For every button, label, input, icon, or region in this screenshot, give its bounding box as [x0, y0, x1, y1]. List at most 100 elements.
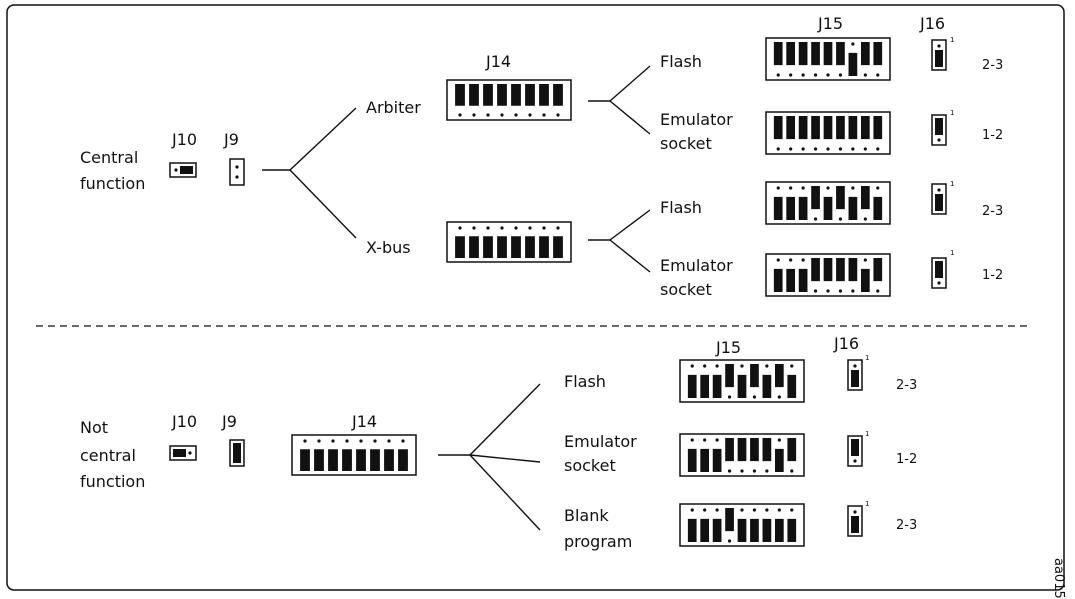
- not-central-function-label: Not: [80, 418, 109, 437]
- jumper-cap: [873, 42, 883, 66]
- jumper-pin: [838, 147, 843, 151]
- jumper-cap: [356, 449, 366, 471]
- connector-line: [469, 383, 541, 456]
- row-label: Flash: [660, 198, 702, 217]
- jumper-pin: [528, 226, 532, 230]
- jumper-pin: [345, 439, 349, 443]
- jumper-pin: [486, 226, 490, 230]
- j16-setting: 1-2: [982, 128, 1004, 143]
- jumper-pin: [851, 147, 855, 151]
- jumper-pin: [765, 364, 769, 368]
- jumper-pin: [777, 438, 781, 442]
- jumper-pin: [776, 147, 780, 151]
- jumper-cap: [935, 50, 943, 67]
- jumper-cap: [712, 448, 722, 472]
- jumper-pin: [776, 186, 780, 190]
- j14-block: [291, 434, 417, 476]
- jumper-pin: [715, 438, 719, 442]
- j15-label: J15: [716, 338, 742, 357]
- jumper-pin: [690, 364, 694, 368]
- row-label: Blank: [564, 506, 609, 525]
- jumper-pin: [863, 147, 867, 151]
- jumper-pin: [853, 364, 857, 368]
- jumper-cap: [773, 116, 783, 140]
- jumper-pin: [813, 73, 818, 77]
- arbiter-label: Arbiter: [366, 98, 421, 117]
- jumper-cap: [773, 268, 783, 292]
- jumper-cap: [370, 449, 380, 471]
- jumper-cap: [469, 236, 479, 258]
- jumper-cap: [873, 258, 883, 282]
- jumper-pin: [937, 281, 941, 285]
- jumper-pin: [937, 44, 941, 48]
- row-label: Emulator: [660, 110, 733, 129]
- jumper-cap: [811, 42, 820, 66]
- central-function-label: Central: [80, 148, 139, 167]
- j16-setting: 2-3: [896, 518, 918, 533]
- jumper-pin: [387, 439, 391, 443]
- jumper-pin: [752, 469, 757, 473]
- jumper-pin: [776, 258, 780, 262]
- jumper-cap: [725, 508, 734, 532]
- jumper-pin: [542, 226, 546, 230]
- jumper-cap: [762, 438, 772, 462]
- jumper-cap: [798, 196, 808, 220]
- jumper-cap: [773, 196, 783, 220]
- jumper-cap: [848, 258, 858, 282]
- jumper-pin: [851, 42, 855, 46]
- jumper-cap: [750, 364, 759, 388]
- row-label: Emulator: [564, 432, 637, 451]
- pin1-marker: 1: [950, 109, 955, 117]
- central-function-label-line2: function: [80, 174, 146, 193]
- jumper-pin: [876, 289, 880, 293]
- jumper-pin: [556, 113, 560, 117]
- jumper-pin: [188, 451, 192, 455]
- jumper-cap: [314, 449, 324, 471]
- jumper-pin: [876, 73, 880, 77]
- jumper-pin: [715, 508, 719, 512]
- row-label-line2: socket: [660, 280, 712, 299]
- jumper-pin: [813, 217, 818, 221]
- jumper-cap: [233, 443, 241, 463]
- jumper-pin: [174, 168, 178, 172]
- jumper-pin: [235, 165, 239, 169]
- jumper-cap: [712, 518, 722, 542]
- jumper-pin: [331, 439, 335, 443]
- jumper-pin: [777, 395, 781, 399]
- jumper-cap: [773, 42, 783, 66]
- jumper-pin: [801, 258, 805, 262]
- jumper-cap: [935, 194, 943, 211]
- jumper-pin: [752, 508, 757, 512]
- jumper-pin: [838, 73, 843, 77]
- row-label: Emulator: [660, 256, 733, 275]
- jumper-cap: [848, 116, 858, 140]
- jumper-cap: [700, 374, 710, 398]
- j15-block: [679, 503, 805, 547]
- j14-label: J14: [486, 52, 512, 71]
- jumper-cap: [455, 84, 465, 106]
- jumper-cap: [687, 518, 697, 542]
- jumper-cap: [848, 196, 858, 220]
- j10-header: [169, 445, 197, 461]
- jumper-pin: [740, 508, 744, 512]
- jumper-pin: [703, 508, 707, 512]
- figure-id: aa015: [1051, 558, 1066, 599]
- jumper-cap: [737, 518, 747, 542]
- jumper-cap: [539, 236, 549, 258]
- jumper-cap: [851, 516, 859, 533]
- jumper-cap: [811, 186, 820, 210]
- j16-setting: 1-2: [896, 452, 918, 467]
- diagram-frame: [6, 4, 1065, 591]
- jumper-pin: [472, 226, 476, 230]
- jumper-cap: [342, 449, 352, 471]
- jumper-pin: [801, 186, 805, 190]
- jumper-cap: [860, 268, 870, 292]
- jumper-cap: [860, 42, 870, 66]
- jumper-pin: [703, 438, 707, 442]
- jumper-pin: [876, 186, 880, 190]
- j14-block: [446, 79, 572, 121]
- jumper-pin: [690, 508, 694, 512]
- jumper-pin: [542, 113, 546, 117]
- jumper-cap: [725, 438, 734, 462]
